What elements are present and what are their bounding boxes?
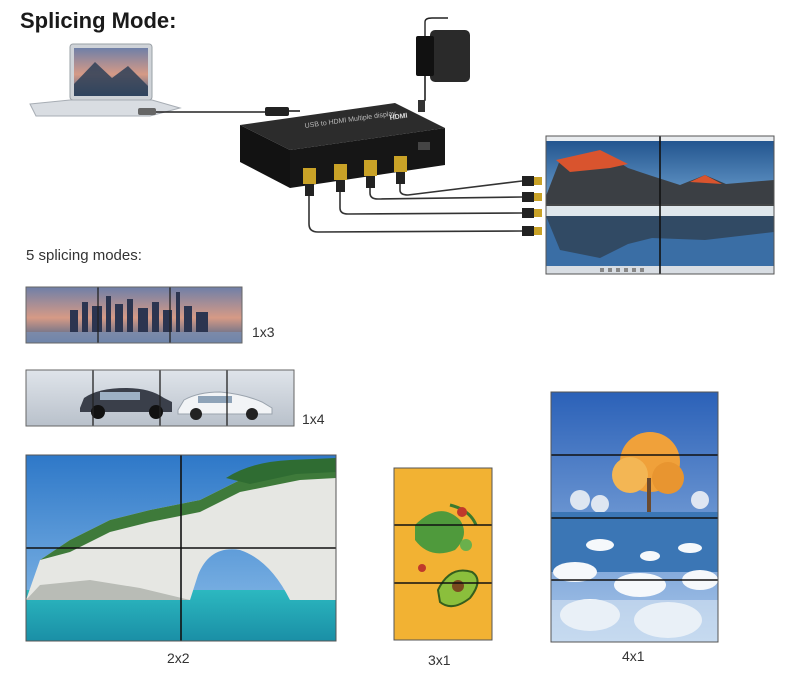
mode-1x4-image (25, 369, 295, 427)
mode-3x1-image (393, 467, 493, 641)
mode-label-2x2: 2x2 (167, 650, 190, 666)
hdmi-port-4 (394, 156, 407, 184)
page-title: Splicing Mode: (20, 8, 177, 33)
video-wall-main (545, 135, 775, 275)
modes-subtitle: 5 splicing modes: (26, 247, 142, 264)
mode-label-1x3: 1x3 (252, 324, 275, 340)
hdmi-cables (308, 180, 523, 233)
hdmi-port-3 (364, 160, 377, 188)
hdmi-port-1 (303, 168, 316, 196)
mode-4x1-image (550, 391, 719, 643)
power-port (418, 142, 430, 150)
power-adapter (416, 17, 470, 112)
mode-1x3-image (25, 286, 243, 344)
mode-label-4x1: 4x1 (622, 648, 645, 664)
device-box: USB to HDMI Multiple display HDMI (240, 103, 445, 196)
mode-label-3x1: 3x1 (428, 652, 451, 668)
usb-connector (265, 107, 289, 116)
hdmi-port-2 (334, 164, 347, 192)
mode-label-1x4: 1x4 (302, 411, 325, 427)
device-hdmi-logo: HDMI (389, 113, 408, 122)
laptop (29, 43, 182, 117)
car-white (177, 391, 273, 420)
hdmi-plugs-right (522, 176, 542, 236)
usb-plug (138, 108, 156, 115)
mode-2x2-image (25, 454, 337, 642)
